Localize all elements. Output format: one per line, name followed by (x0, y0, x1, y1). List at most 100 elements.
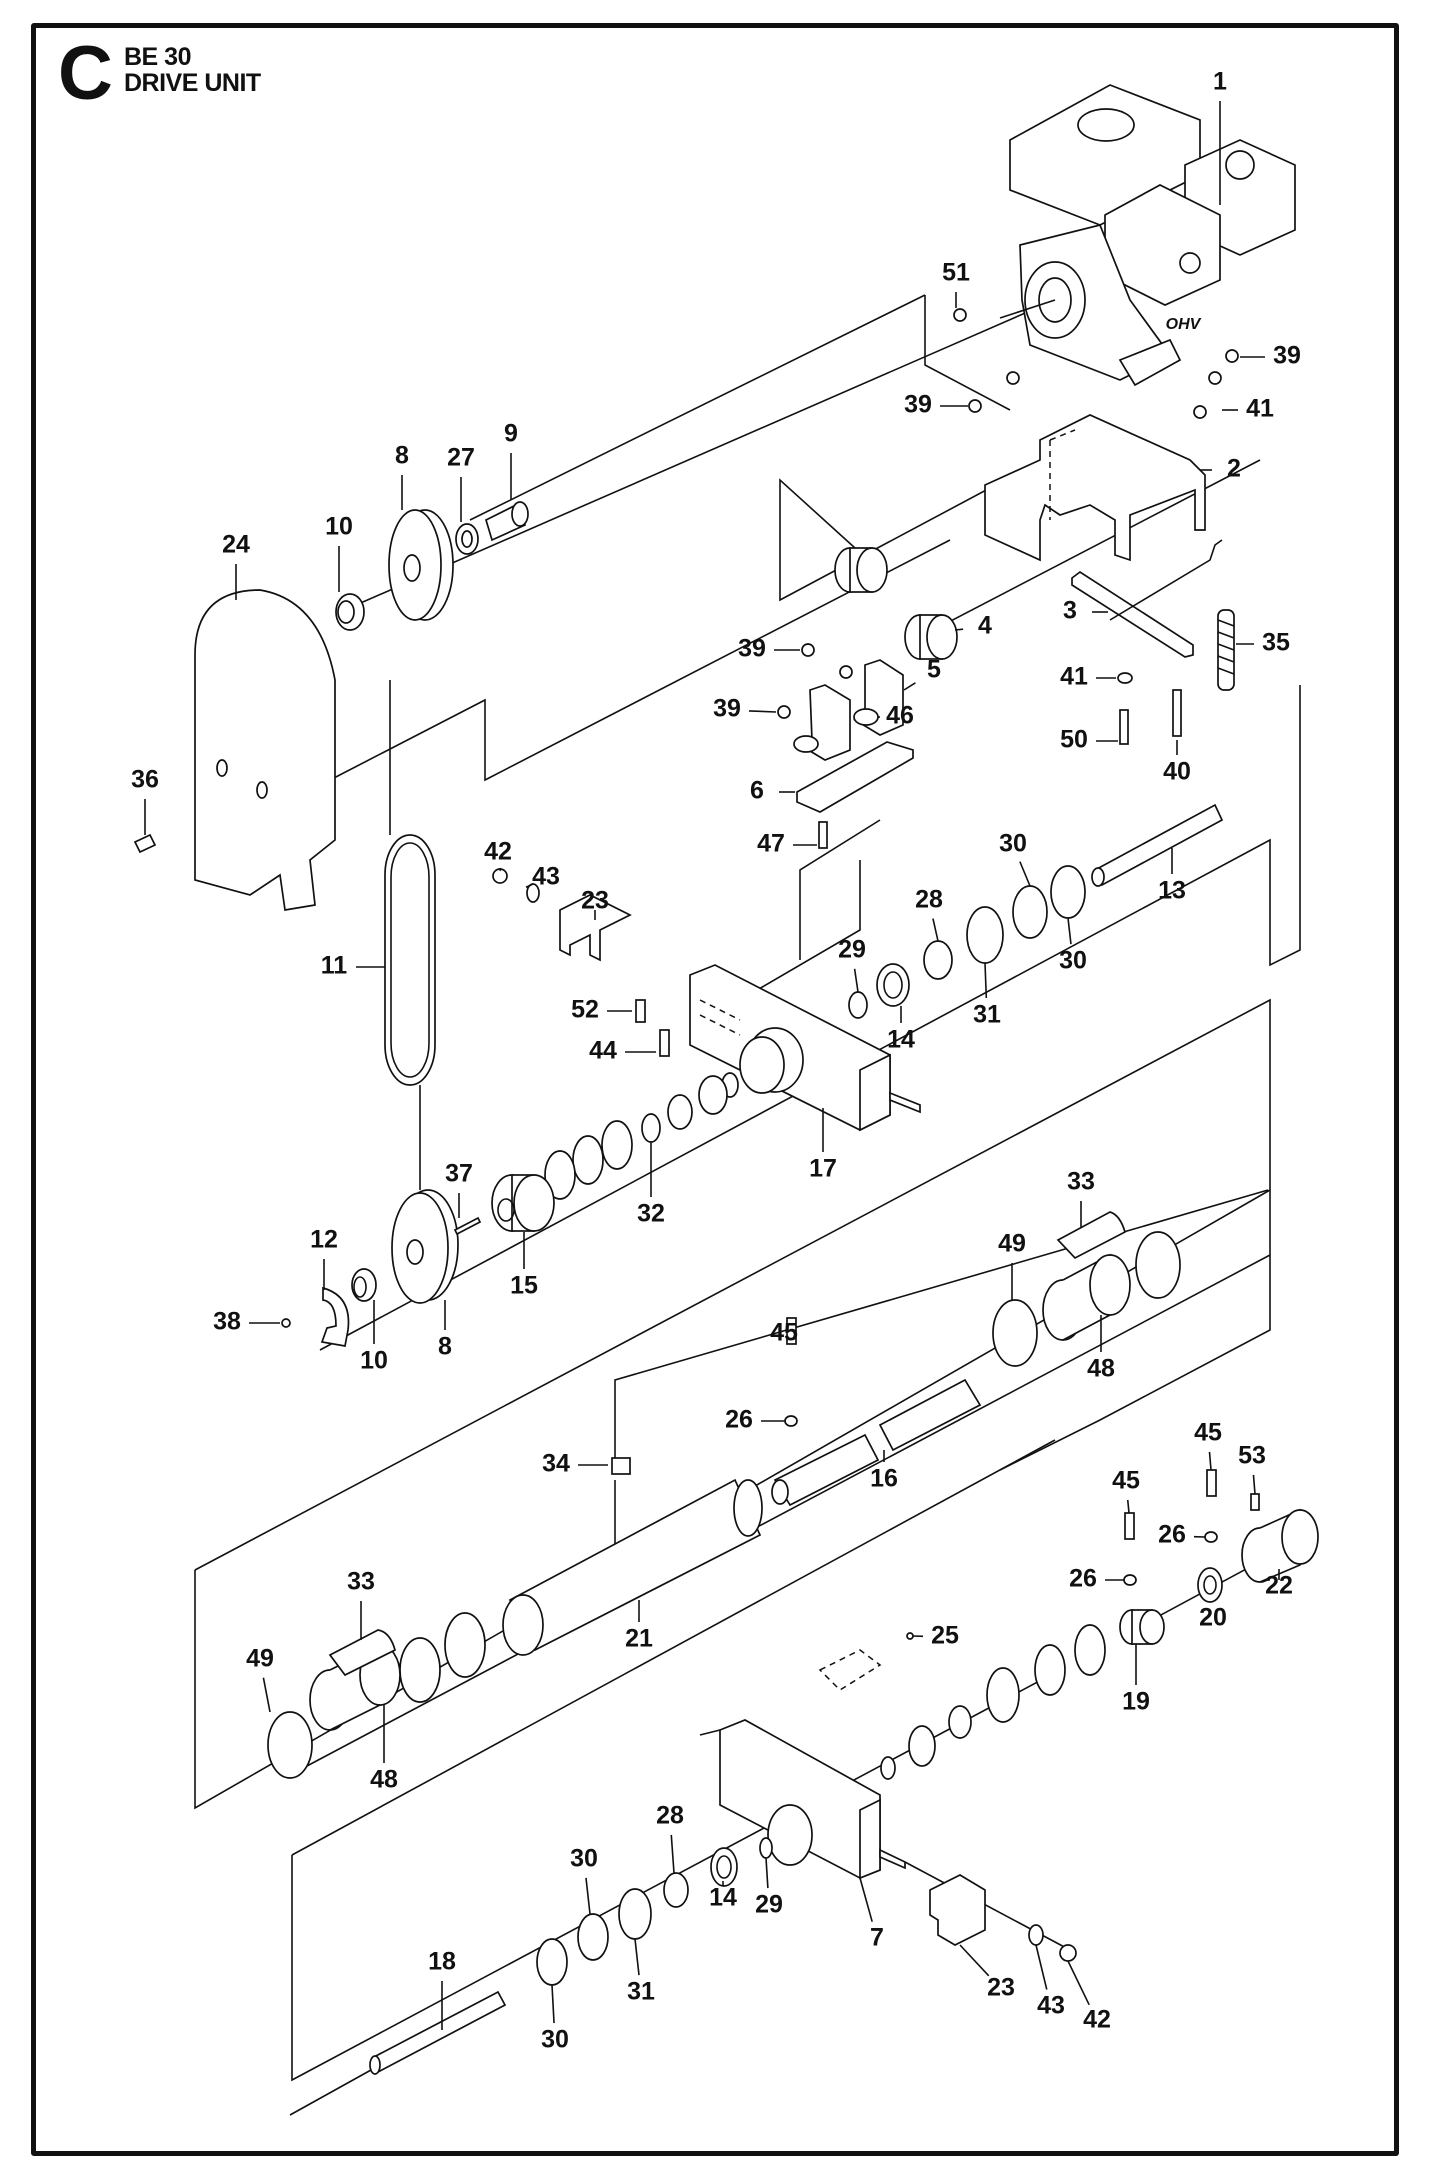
washer-part-26[interactable] (784, 1415, 798, 1427)
callout-part-39[interactable]: 39 (1240, 342, 1301, 370)
callout-part-30[interactable]: 30 (1059, 917, 1087, 975)
callout-part-26[interactable]: 26 (1069, 1565, 1124, 1593)
shaft-upper-part-13[interactable] (1091, 803, 1224, 887)
callout-part-7[interactable]: 7 (859, 1877, 884, 1952)
callout-part-39[interactable]: 39 (713, 695, 777, 723)
circlip-lower-part-29[interactable] (759, 1837, 773, 1859)
nut-lower-part-42[interactable] (1059, 1944, 1077, 1962)
callout-part-10[interactable]: 10 (360, 1300, 388, 1375)
callout-part-12[interactable]: 12 (310, 1226, 338, 1290)
mounting-plate-part-2[interactable] (984, 414, 1206, 562)
bearing-upper-part-14[interactable] (876, 963, 910, 1007)
callout-part-41[interactable]: 41 (1222, 395, 1274, 423)
callout-part-14[interactable]: 14 (887, 1006, 915, 1054)
callout-part-40[interactable]: 40 (1163, 740, 1191, 786)
key-part-34[interactable] (611, 1457, 631, 1475)
callout-part-4[interactable]: 4 (954, 612, 992, 640)
nut-part-39[interactable] (1225, 349, 1239, 363)
washer-lower-part-43[interactable] (1028, 1924, 1044, 1946)
screw-part-37[interactable] (453, 1216, 482, 1236)
callout-part-45[interactable]: 45 (1194, 1419, 1222, 1471)
nut-part-39[interactable] (839, 665, 853, 679)
washer-part-27[interactable] (455, 523, 479, 555)
tube-part-21[interactable] (502, 1478, 763, 1656)
nut-part-39[interactable] (968, 399, 982, 413)
callout-part-44[interactable]: 44 (589, 1037, 656, 1065)
callout-part-3[interactable]: 3 (1063, 597, 1108, 625)
bearing-lower-part-14[interactable] (710, 1847, 738, 1887)
rubber-mount-part-4[interactable] (834, 547, 958, 660)
callout-part-33[interactable]: 33 (1067, 1168, 1095, 1228)
shield-right-part-33[interactable] (1056, 1211, 1127, 1260)
callout-part-45[interactable]: 45 (770, 1317, 798, 1347)
circlip-upper-part-29[interactable] (848, 991, 868, 1019)
spacer-part-46[interactable] (853, 708, 879, 726)
shaft-lower-part-18[interactable] (369, 1990, 507, 2075)
callout-part-26[interactable]: 26 (1158, 1521, 1206, 1549)
pulley-lower-part-8[interactable] (391, 1189, 459, 1304)
engine-part-1[interactable]: OHV (999, 84, 1296, 387)
callout-part-19[interactable]: 19 (1122, 1644, 1150, 1716)
callout-part-18[interactable]: 18 (428, 1948, 456, 2030)
callout-part-47[interactable]: 47 (757, 830, 817, 858)
o-ring-lower-a-part-30[interactable] (577, 1913, 609, 1961)
callout-part-49[interactable]: 49 (998, 1230, 1026, 1300)
v-belt-part-11[interactable] (384, 834, 436, 1086)
housing-lower-part-7[interactable] (699, 1719, 906, 1880)
callout-part-24[interactable]: 24 (222, 531, 250, 600)
nut-part-39[interactable] (1006, 371, 1020, 385)
clamp-block-lower-part-23[interactable] (929, 1874, 986, 1946)
taper-lock-lower-part-10[interactable] (351, 1268, 377, 1302)
clamp-segment-part-12[interactable] (320, 1286, 350, 1347)
screw-part-47[interactable] (818, 821, 828, 849)
callout-part-8[interactable]: 8 (438, 1300, 452, 1361)
nut-upper-part-42[interactable] (492, 868, 508, 884)
callout-part-36[interactable]: 36 (131, 766, 159, 835)
callout-part-33[interactable]: 33 (347, 1568, 375, 1640)
callout-part-51[interactable]: 51 (942, 259, 970, 308)
callout-part-9[interactable]: 9 (504, 420, 518, 500)
coupling-shaft-part-16[interactable] (771, 1378, 982, 1507)
hub-part-15[interactable] (491, 1174, 555, 1232)
pulley-upper-part-8[interactable] (388, 509, 454, 621)
callout-part-27[interactable]: 27 (447, 444, 475, 522)
seal-part-32[interactable] (641, 1113, 661, 1143)
callout-part-39[interactable]: 39 (904, 391, 968, 419)
washer-part-41[interactable] (1208, 371, 1222, 385)
nut-part-39[interactable] (777, 705, 791, 719)
plate-part-6[interactable] (796, 741, 914, 813)
callout-part-52[interactable]: 52 (571, 996, 632, 1024)
callout-part-39[interactable]: 39 (738, 635, 800, 663)
callout-part-21[interactable]: 21 (625, 1600, 653, 1653)
callout-part-1[interactable]: 1 (1213, 68, 1227, 205)
screw-part-50[interactable] (1119, 709, 1129, 745)
callout-part-28[interactable]: 28 (656, 1802, 684, 1874)
washer-part-26[interactable] (1123, 1574, 1137, 1586)
o-ring-lower-b-part-30[interactable] (536, 1938, 568, 1986)
callout-part-37[interactable]: 37 (445, 1160, 473, 1218)
bushing-part-9[interactable] (484, 501, 529, 542)
callout-part-26[interactable]: 26 (725, 1406, 785, 1434)
screw-part-44[interactable] (659, 1029, 670, 1057)
collar-part-20[interactable] (1197, 1567, 1223, 1603)
callout-part-34[interactable]: 34 (542, 1450, 608, 1478)
callout-part-23[interactable]: 23 (959, 1944, 1015, 2002)
callout-part-25[interactable]: 25 (912, 1622, 959, 1650)
set-screw-part-53[interactable] (1250, 1493, 1260, 1511)
callout-part-2[interactable]: 2 (1200, 455, 1241, 483)
spacer-part-46[interactable] (793, 735, 819, 753)
callout-part-49[interactable]: 49 (246, 1645, 274, 1713)
callout-part-22[interactable]: 22 (1265, 1569, 1293, 1600)
callout-part-38[interactable]: 38 (213, 1308, 280, 1336)
callout-part-53[interactable]: 53 (1238, 1442, 1266, 1495)
callout-part-30[interactable]: 30 (999, 830, 1031, 887)
hose-clamp-left-b-part-49[interactable] (399, 1637, 441, 1703)
retaining-ring-lower-part-28[interactable] (663, 1872, 689, 1908)
callout-part-29[interactable]: 29 (755, 1857, 783, 1919)
tension-bar-part-3[interactable] (1071, 539, 1223, 658)
callout-part-5[interactable]: 5 (903, 656, 941, 691)
nut-part-38[interactable] (281, 1318, 291, 1328)
housing-upper-part-17[interactable] (689, 964, 921, 1132)
callout-part-31[interactable]: 31 (627, 1938, 655, 2006)
callout-part-42[interactable]: 42 (1067, 1960, 1111, 2034)
